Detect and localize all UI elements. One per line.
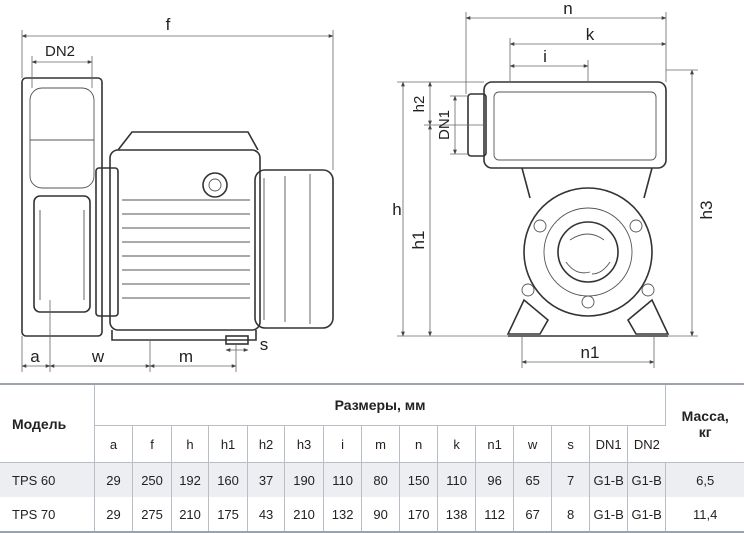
dim-label-m: m [179,347,193,366]
motor-body [109,131,334,345]
dim-label-h: h [392,200,401,219]
column-header-row: a f h h1 h2 h3 i m n k n1 w s DN1 DN2 [0,425,744,463]
col-header-dn2: DN2 [627,425,666,463]
col-header-n: n [399,425,439,463]
table-cell: G1-B [589,497,628,533]
mass-cell: 6,5 [665,462,744,497]
model-header: Модель [0,383,95,463]
table-cell: 29 [94,462,134,497]
table-cell: 112 [475,497,515,533]
col-header-h1: h1 [208,425,248,463]
mass-cell: 11,4 [665,497,744,533]
table-cell: 132 [323,497,363,533]
mass-header-line2: кг [698,423,712,440]
table-cell: 90 [361,497,400,533]
dim-label-i: i [543,47,547,66]
dim-label-n: n [563,0,572,18]
table-cell: 8 [551,497,591,533]
dim-label-h3: h3 [697,201,716,220]
col-header-h: h [171,425,210,463]
table-row: TPS 60 29 250 192 160 37 190 110 80 150 … [0,462,744,497]
table-cell: 192 [171,462,210,497]
table-cell: 138 [437,497,476,533]
table-cell: 150 [399,462,439,497]
right-foot [626,298,670,335]
table-cell: 80 [361,462,400,497]
col-header-n1: n1 [475,425,515,463]
dim-label-h1: h1 [409,231,428,250]
dim-label-dn1: DN1 [436,110,453,140]
table-cell: 110 [437,462,476,497]
mass-header: Масса, кг [665,383,744,463]
col-header-m: m [361,425,400,463]
dim-label-w: w [91,347,105,366]
impeller [557,221,619,283]
dimensions-header: Размеры, мм [94,383,667,426]
table-cell: 210 [284,497,324,533]
dimensions-table: Модель Размеры, мм Масса, кг a f h h1 h2… [0,383,744,533]
col-header-k: k [437,425,476,463]
table-cell: 160 [208,462,248,497]
pump-top-body [483,81,667,169]
table-cell: 175 [208,497,248,533]
model-cell: TPS 70 [0,497,95,533]
dim-label-n1: n1 [581,343,600,362]
col-header-h3: h3 [284,425,324,463]
col-header-s: s [551,425,591,463]
pump-neck [95,167,119,317]
table-cell: 7 [551,462,591,497]
volute-casing [523,187,653,317]
dim-label-a: a [30,347,40,366]
side-view: f DN2 a w m s [21,15,334,372]
table-cell: 96 [475,462,515,497]
dim-label-f: f [166,15,171,34]
col-header-i: i [323,425,363,463]
table-cell: 65 [513,462,552,497]
dim-label-s: s [260,335,269,354]
pump-head [21,77,103,337]
col-header-w: w [513,425,552,463]
table-cell: G1-B [589,462,628,497]
table-cell: 190 [284,462,324,497]
col-header-a: a [94,425,134,463]
model-cell: TPS 60 [0,462,95,497]
left-foot [506,298,550,335]
table-cell: G1-B [627,462,667,497]
dim-label-k: k [586,25,595,44]
col-header-h2: h2 [247,425,286,463]
table-cell: 67 [513,497,552,533]
dim-label-h2: h2 [411,96,428,113]
table-cell: 170 [399,497,439,533]
table-cell: 275 [132,497,172,533]
mass-header-line1: Масса, [681,407,729,424]
dim-label-dn2: DN2 [45,43,75,60]
pump-dimension-drawing: f DN2 a w m s [21,0,716,372]
table-row: TPS 70 29 275 210 175 43 210 132 90 170 … [0,497,744,533]
table-cell: 29 [94,497,134,533]
table-cell: 110 [323,462,363,497]
col-header-f: f [132,425,172,463]
table-cell: 37 [247,462,286,497]
table-cell: 210 [171,497,210,533]
table-cell: G1-B [627,497,667,533]
col-header-dn1: DN1 [589,425,628,463]
table-cell: 43 [247,497,286,533]
front-view: n k i h h1 h2 DN1 h3 n1 [392,0,716,368]
table-cell: 250 [132,462,172,497]
